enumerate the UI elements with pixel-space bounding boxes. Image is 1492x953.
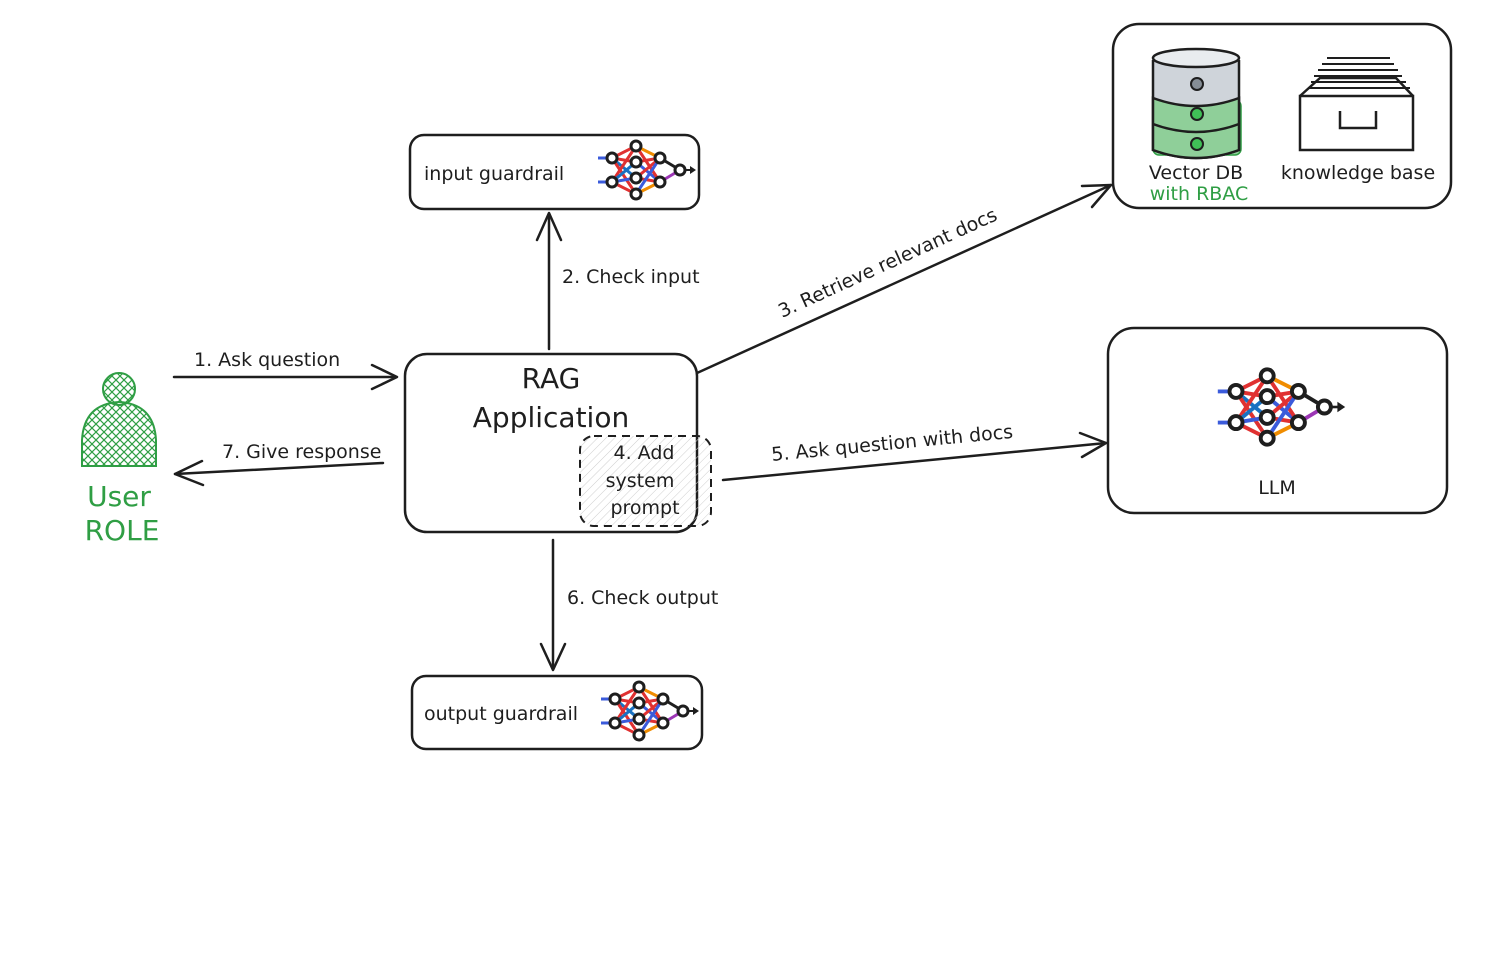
step-7-label: 7. Give response [222, 441, 381, 463]
step-5-label: 5. Ask question with docs [770, 421, 1014, 466]
user-node: User ROLE [81, 372, 160, 547]
database-icon [1151, 47, 1242, 160]
system-prompt-line1: 4. Add [614, 442, 675, 464]
input-guardrail-node: input guardrail [408, 133, 701, 211]
step-6-label: 6. Check output [567, 587, 718, 609]
llm-label: LLM [1258, 477, 1296, 499]
step-1-label: 1. Ask question [194, 349, 340, 371]
rag-application-node: RAG Application 4. Add system prompt [403, 352, 712, 534]
rag-title-line1: RAG [522, 362, 581, 395]
system-prompt-line2: system [606, 470, 675, 492]
output-guardrail-node: output guardrail [410, 674, 704, 751]
step-3-label: 3. Retrieve relevant docs [775, 204, 1001, 323]
system-prompt-line3: prompt [610, 497, 679, 519]
input-guardrail-label: input guardrail [424, 163, 564, 185]
vector-db-label: Vector DB [1149, 162, 1243, 184]
user-role-label: ROLE [85, 514, 160, 547]
system-prompt-box: 4. Add system prompt [579, 435, 712, 527]
arrow-check-output: 6. Check output [539, 538, 718, 672]
rag-title-line2: Application [473, 401, 629, 434]
knowledge-store-node: Vector DB with RBAC knowledge base [1111, 22, 1453, 210]
output-guardrail-label: output guardrail [424, 703, 578, 725]
llm-node: LLM [1106, 326, 1449, 515]
knowledge-base-label: knowledge base [1281, 162, 1435, 184]
arrow-ask-with-docs: 5. Ask question with docs [721, 421, 1108, 482]
arrow-check-input: 2. Check input [535, 211, 700, 351]
arrow-retrieve-docs: 3. Retrieve relevant docs [695, 183, 1113, 375]
arrow-ask-question: 1. Ask question [172, 349, 399, 391]
user-icon [81, 372, 157, 467]
arrow-give-response: 7. Give response [173, 441, 385, 487]
vector-db-rbac-label: with RBAC [1150, 183, 1249, 205]
file-cabinet-icon [1298, 57, 1415, 152]
user-label: User [87, 480, 151, 513]
step-2-label: 2. Check input [562, 266, 700, 288]
